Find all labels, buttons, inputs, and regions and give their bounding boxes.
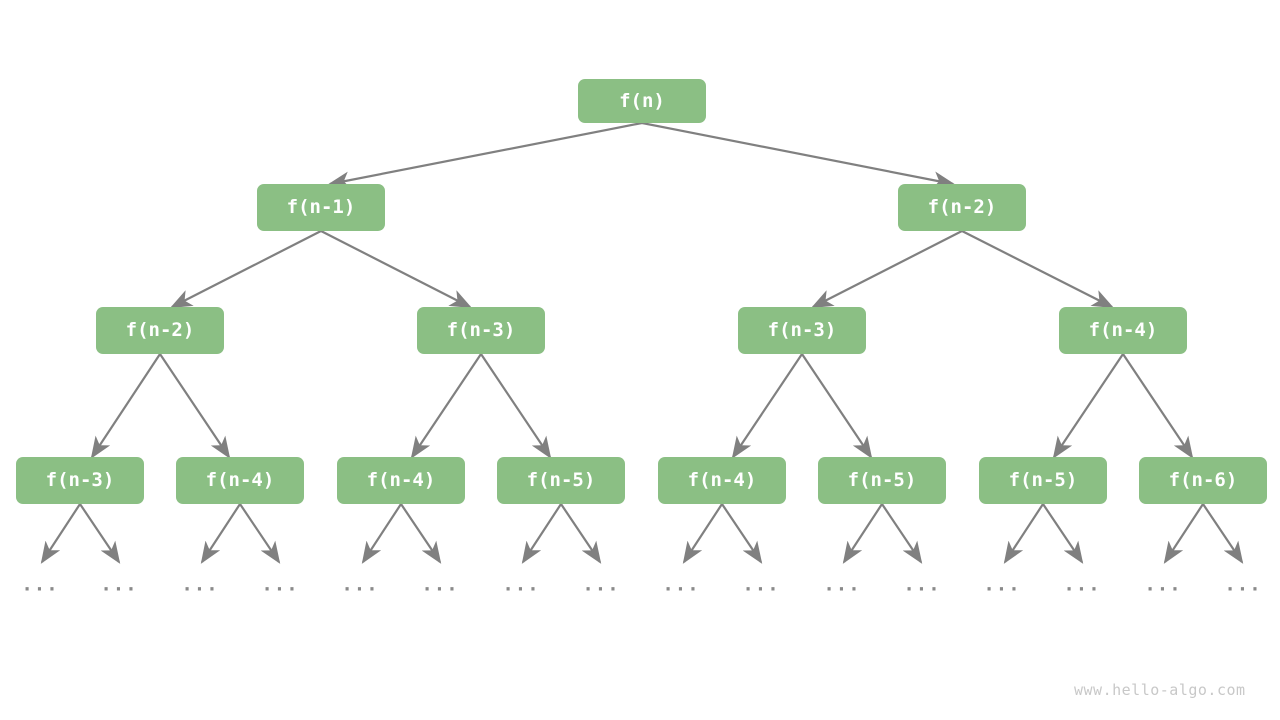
tree-node[interactable]: f(n-5) xyxy=(979,456,1107,504)
tree-node[interactable]: f(n-2) xyxy=(96,306,224,354)
ellipsis-marker: ... xyxy=(502,573,540,596)
leaf-edge xyxy=(239,503,281,564)
leaf-edge xyxy=(1202,503,1244,564)
tree-node[interactable]: f(n-3) xyxy=(738,306,866,354)
ellipsis-marker: ... xyxy=(181,573,219,596)
tree-edge xyxy=(170,230,322,308)
tree-edge xyxy=(641,121,956,189)
ellipsis-marker: ... xyxy=(823,573,861,596)
leaf-edge xyxy=(521,503,562,564)
tree-node[interactable]: f(n-5) xyxy=(818,456,946,504)
ellipsis-marker: ... xyxy=(261,573,299,596)
ellipsis-marker: ... xyxy=(1063,573,1101,596)
tree-node[interactable]: f(n-3) xyxy=(417,306,545,354)
tree-node[interactable]: f(n-4) xyxy=(176,456,304,504)
leaf-edge xyxy=(560,503,602,564)
watermark: www.hello-algo.com xyxy=(1074,681,1246,699)
tree-edge xyxy=(961,230,1114,308)
tree-edge xyxy=(811,230,963,308)
tree-node[interactable]: f(n-5) xyxy=(497,456,625,504)
tree-edge xyxy=(1052,353,1124,459)
leaf-edge xyxy=(361,503,402,564)
leaf-edge xyxy=(40,503,81,564)
ellipsis-marker: ... xyxy=(582,573,620,596)
tree-edge xyxy=(410,353,482,459)
ellipsis-marker: ... xyxy=(421,573,459,596)
tree-edge xyxy=(801,353,873,459)
ellipsis-marker: ... xyxy=(341,573,379,596)
tree-node[interactable]: f(n-3) xyxy=(16,456,144,504)
ellipsis-marker: ... xyxy=(100,573,138,596)
tree-node[interactable]: f(n-4) xyxy=(1059,306,1187,354)
tree-edge xyxy=(731,353,803,459)
tree-node[interactable]: f(n-1) xyxy=(257,183,385,231)
leaf-edge xyxy=(881,503,923,564)
ellipsis-marker: ... xyxy=(1224,573,1262,596)
tree-edge xyxy=(327,121,643,189)
leaf-edge xyxy=(721,503,763,564)
tree-edge xyxy=(480,353,552,459)
tree-node[interactable]: f(n-2) xyxy=(898,183,1026,231)
ellipsis-marker: ... xyxy=(983,573,1021,596)
tree-edges xyxy=(90,121,1194,459)
tree-edge xyxy=(320,230,472,308)
leaf-edge xyxy=(682,503,723,564)
tree-node[interactable]: f(n) xyxy=(578,79,706,123)
leaf-edge xyxy=(200,503,241,564)
ellipsis-marker: ... xyxy=(1144,573,1182,596)
leaf-edge xyxy=(400,503,442,564)
leaf-edges xyxy=(40,503,1244,564)
tree-node[interactable]: f(n-4) xyxy=(658,456,786,504)
ellipsis-marker: ... xyxy=(662,573,700,596)
leaf-edge xyxy=(79,503,121,564)
tree-edge xyxy=(90,353,161,459)
ellipsis-marker: ... xyxy=(742,573,780,596)
leaf-edge xyxy=(842,503,883,564)
tree-node[interactable]: f(n-4) xyxy=(337,456,465,504)
leaf-edge xyxy=(1003,503,1044,564)
leaf-edge xyxy=(1042,503,1084,564)
ellipsis-marker: ... xyxy=(21,573,59,596)
leaf-edge xyxy=(1163,503,1204,564)
tree-edge xyxy=(1122,353,1194,459)
tree-edge xyxy=(159,353,231,459)
ellipsis-marker: ... xyxy=(903,573,941,596)
tree-node[interactable]: f(n-6) xyxy=(1139,456,1267,504)
